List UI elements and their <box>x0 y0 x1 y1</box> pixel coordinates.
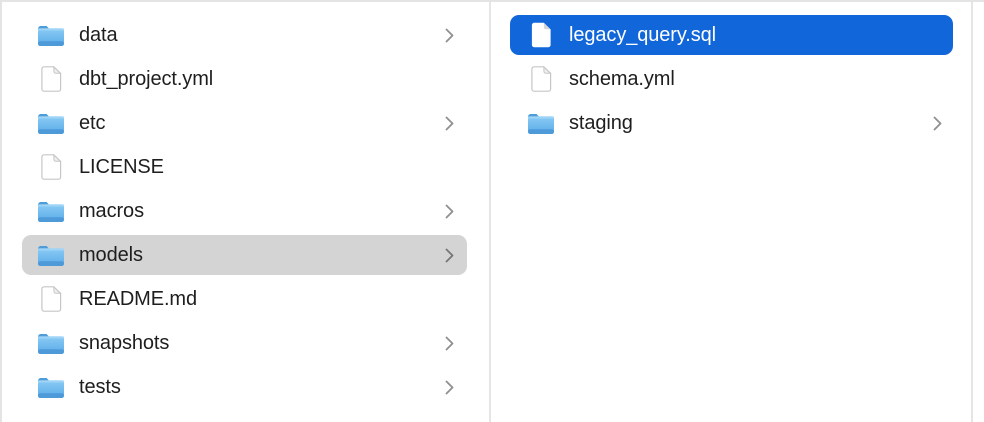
list-item[interactable]: dbt_project.yml <box>2 57 489 101</box>
list-item-surface[interactable]: macros <box>22 191 467 231</box>
file-column-preview-sliver <box>973 2 984 422</box>
list-item-surface[interactable]: dbt_project.yml <box>22 59 467 99</box>
item-label: snapshots <box>79 331 170 354</box>
chevron-right-icon <box>444 115 455 132</box>
item-label: README.md <box>79 287 198 310</box>
list-item-surface[interactable]: schema.yml <box>510 59 953 99</box>
list-item[interactable]: README.md <box>2 277 489 321</box>
folder-icon <box>36 24 66 47</box>
item-label: macros <box>79 199 144 222</box>
chevron-right-icon <box>444 247 455 264</box>
chevron-right-icon <box>444 203 455 220</box>
list-item-surface[interactable]: tests <box>22 367 467 407</box>
item-label: legacy_query.sql <box>569 23 717 46</box>
list-item[interactable]: LICENSE <box>2 145 489 189</box>
item-label: models <box>79 243 143 266</box>
document-icon <box>36 286 66 312</box>
list-item[interactable]: schema.yml <box>491 57 971 101</box>
list-item-surface[interactable]: staging <box>510 103 953 143</box>
list-item[interactable]: models <box>2 233 489 277</box>
list-item[interactable]: staging <box>491 101 971 145</box>
list-item-surface[interactable]: snapshots <box>22 323 467 363</box>
item-label: data <box>79 23 118 46</box>
list-item[interactable]: snapshots <box>2 321 489 365</box>
list-item-surface[interactable]: LICENSE <box>22 147 467 187</box>
folder-icon <box>526 112 556 135</box>
document-icon <box>526 66 556 92</box>
list-item-surface[interactable]: README.md <box>22 279 467 319</box>
item-label: dbt_project.yml <box>79 67 214 90</box>
folder-icon <box>36 332 66 355</box>
list-item-surface[interactable]: etc <box>22 103 467 143</box>
chevron-right-icon <box>444 335 455 352</box>
list-item-surface[interactable]: models <box>22 235 467 275</box>
document-icon <box>36 154 66 180</box>
item-label: staging <box>569 111 633 134</box>
list-item[interactable]: macros <box>2 189 489 233</box>
file-column-right: legacy_query.sql schema.yml staging <box>491 2 973 422</box>
list-item[interactable]: legacy_query.sql <box>491 13 971 57</box>
item-label: etc <box>79 111 106 134</box>
list-item[interactable]: etc <box>2 101 489 145</box>
document-icon <box>526 22 556 48</box>
folder-icon <box>36 376 66 399</box>
folder-icon <box>36 244 66 267</box>
chevron-right-icon <box>932 115 943 132</box>
list-item[interactable]: data <box>2 13 489 57</box>
list-item[interactable]: tests <box>2 365 489 409</box>
document-icon <box>36 66 66 92</box>
list-item-surface[interactable]: legacy_query.sql <box>510 15 953 55</box>
list-item-surface[interactable]: data <box>22 15 467 55</box>
folder-icon <box>36 112 66 135</box>
folder-icon <box>36 200 66 223</box>
item-label: tests <box>79 375 121 398</box>
chevron-right-icon <box>444 27 455 44</box>
item-label: schema.yml <box>569 67 675 90</box>
item-label: LICENSE <box>79 155 164 178</box>
chevron-right-icon <box>444 379 455 396</box>
